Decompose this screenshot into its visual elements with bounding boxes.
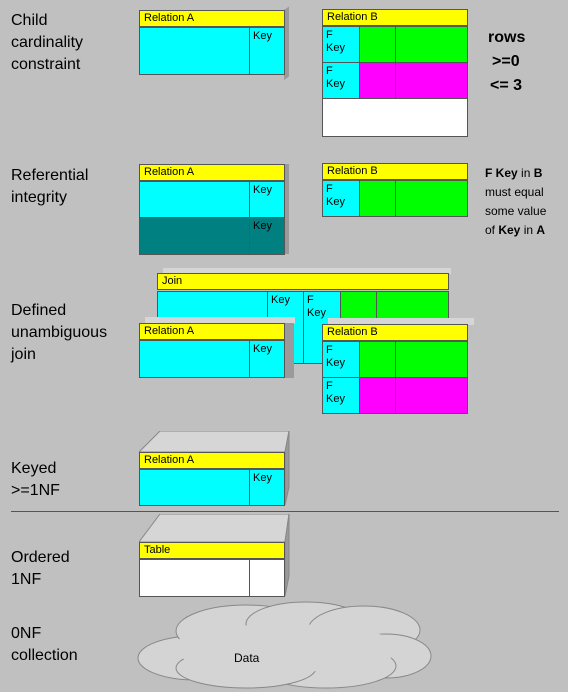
label-referential-integrity: Referential integrity [11,167,89,206]
key-cell: Key [249,217,285,255]
relation-b-header: Relation B [322,324,468,341]
label-child-cardinality: Child cardinality constraint [11,12,84,73]
key-cell: Key [249,27,285,75]
label-0nf: 0NF collection [11,625,78,664]
relation-a-header: Relation A [139,164,285,181]
label-defined-join: Defined unambiguous join [11,302,108,363]
magenta-cell [359,62,396,99]
key-cell: Key [249,469,285,506]
relation-a-header: Relation A [139,323,285,340]
data-label: Data [234,651,260,665]
relation-a-join: Relation A Key [139,317,295,380]
relation-a-referential: Relation A Key Key [139,164,289,256]
label-ordered: Ordered 1NF [11,549,70,588]
empty-row [322,98,468,137]
green-cell [359,26,396,63]
relation-a-keyed: Relation A Key [139,452,285,506]
table-header: Table [139,542,285,559]
label-keyed: Keyed >=1NF [11,460,60,499]
green-cell [395,26,468,63]
relation-a-child: Relation A Key [139,6,289,90]
join-header: Join [157,273,449,290]
relation-a-body [139,27,250,75]
divider-line [11,511,559,512]
fkey-note: F Key in B must equal some value of Key … [485,166,547,237]
key-cell: Key [249,181,285,218]
rows-note: rows >=0 <= 3 [488,29,526,94]
relation-a-header: Relation A [139,10,285,27]
data-cloud [137,601,432,689]
table-ordered: Table [139,542,285,597]
relation-b-header: Relation B [322,163,468,180]
key-cell: Key [249,340,285,378]
relation-a-header: Relation A [139,452,285,469]
magenta-cell [395,62,468,99]
relation-b-header: Relation B [322,9,468,26]
